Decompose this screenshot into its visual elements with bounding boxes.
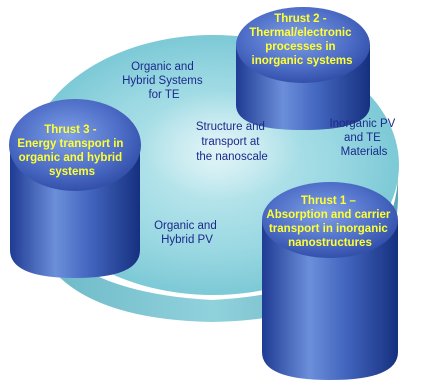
thrust-3-line: Thrust 3 -: [44, 124, 97, 136]
thrust-2-label: Thrust 2 - Thermal/electronic processes …: [249, 13, 354, 67]
region-organic-hybrid-pv-label: Organic and Hybrid PV: [154, 220, 220, 246]
region-line: Hybrid PV: [161, 234, 213, 246]
region-line: and TE: [344, 132, 381, 144]
thrust-1-label: Thrust 1 – Absorption and carrier transp…: [266, 195, 393, 249]
thrust-3-line: systems: [49, 166, 95, 178]
thrust-3-cylinder: [9, 99, 141, 278]
thrust-1-line: Absorption and carrier: [266, 209, 390, 221]
thrust-2-line: Thrust 2 -: [274, 13, 327, 25]
region-line: Organic and: [154, 220, 217, 232]
thrust-3-line: organic and hybrid: [19, 152, 123, 164]
region-line: Hybrid Systems: [122, 75, 203, 87]
thrust-1-line: Thrust 1 –: [301, 195, 357, 207]
region-organic-hybrid-te-label: Organic and Hybrid Systems for TE: [122, 61, 206, 101]
region-line: Organic and: [131, 61, 194, 73]
thrust-1-cylinder-top: [262, 182, 398, 258]
thrust-2-line: processes in: [265, 41, 335, 53]
thrust-3-line: Energy transport in: [17, 138, 123, 150]
center-line: Structure and: [196, 121, 265, 133]
thrust-3-cylinder-top: [9, 99, 141, 191]
center-line: the nanoscale: [196, 151, 268, 163]
region-line: Materials: [341, 146, 388, 158]
thrust-3-label: Thrust 3 - Energy transport in organic a…: [17, 124, 126, 178]
region-inorganic-pv-te-label: Inorganic PV and TE Materials: [329, 118, 398, 158]
thrust-2-line: inorganic systems: [252, 55, 353, 67]
thrust-1-line: transport in inorganic: [269, 223, 388, 235]
thrust-2-cylinder-top: [236, 7, 370, 83]
region-line: for TE: [148, 89, 179, 101]
thrust-1-line: nanostructures: [288, 237, 372, 249]
thrust-1-cylinder: [262, 182, 398, 380]
region-line: Inorganic PV: [329, 118, 395, 130]
thrust-2-line: Thermal/electronic: [249, 27, 352, 39]
thrust-2-cylinder: [236, 7, 370, 130]
center-line: transport at: [201, 136, 260, 148]
center-label: Structure and transport at the nanoscale: [196, 121, 268, 163]
thrust-1-cylinder-body: [262, 220, 398, 380]
